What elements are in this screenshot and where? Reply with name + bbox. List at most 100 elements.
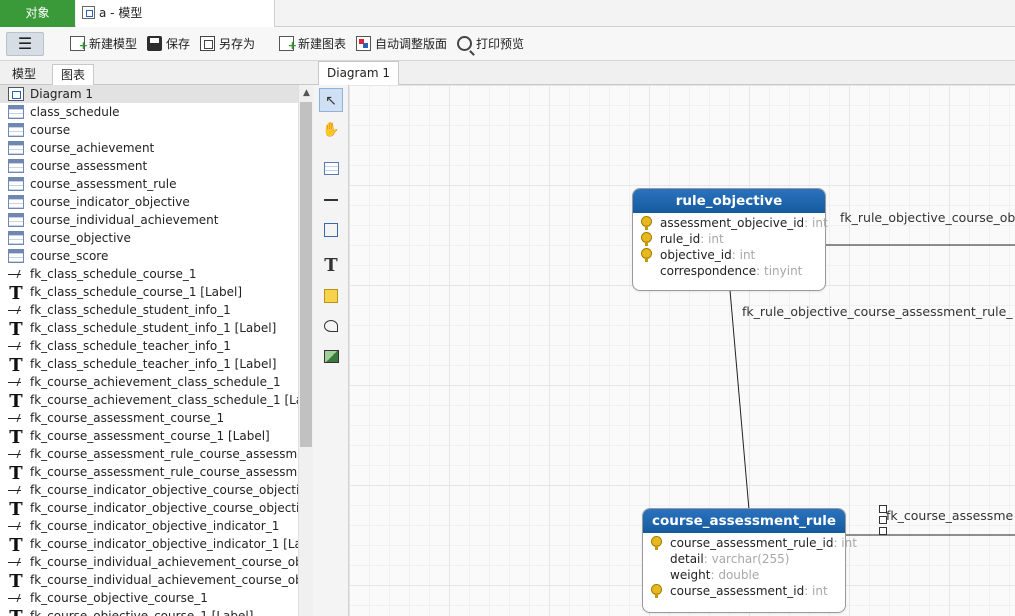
relation-tool[interactable] <box>319 188 343 212</box>
image-tool[interactable] <box>319 344 343 368</box>
print-preview-button[interactable]: 打印预览 <box>457 35 524 53</box>
tree-item[interactable]: fk_course_achievement_class_schedule_1 <box>0 373 298 391</box>
tab-objects[interactable]: 对象 <box>0 0 75 27</box>
tab-model[interactable]: a - 模型 <box>76 0 275 27</box>
note-tool[interactable] <box>319 284 343 308</box>
scroll-thumb[interactable] <box>300 102 312 447</box>
left-panel-tabs: 模型 图表 <box>0 61 313 85</box>
tree-item[interactable]: fk_course_indicator_objective_indicator_… <box>0 517 298 535</box>
tab-diagram-list[interactable]: 图表 <box>52 64 95 85</box>
table-icon <box>8 177 24 191</box>
text-tool[interactable]: T <box>319 254 343 278</box>
tree-item[interactable]: fk_class_schedule_student_info_1 <box>0 301 298 319</box>
field-name: rule_id <box>660 232 701 246</box>
entity-rule-objective[interactable]: rule_objective assessment_objecive_id: i… <box>632 188 828 291</box>
pointer-tool[interactable]: ↖ <box>319 88 343 112</box>
entity-field[interactable]: weight: double <box>643 567 845 583</box>
tree-item-label: fk_course_assessment_rule_course_assessm… <box>30 465 298 479</box>
selection-handle[interactable] <box>879 505 887 513</box>
relation-line[interactable] <box>729 289 750 511</box>
tree-item[interactable]: fk_course_individual_achievement_course_… <box>0 553 298 571</box>
entity-field[interactable]: course_assessment_id: int <box>643 583 845 599</box>
entity-field[interactable]: correspondence: tinyint <box>633 263 825 279</box>
tree-item[interactable]: fk_class_schedule_teacher_info_1 <box>0 337 298 355</box>
note-icon <box>324 289 338 303</box>
auto-layout-button[interactable]: 自动调整版面 <box>356 35 447 53</box>
tree-item-label: course <box>30 123 71 137</box>
new-model-button[interactable]: 新建模型 <box>70 35 137 55</box>
magnifier-icon <box>457 36 472 51</box>
tree-item[interactable]: course_assessment <box>0 157 298 175</box>
relation-label[interactable]: fk_rule_objective_course_ob <box>840 210 1015 225</box>
label-icon: T <box>9 391 23 412</box>
tree-item[interactable]: Tfk_course_objective_course_1 [Label] <box>0 607 298 616</box>
tree-item[interactable]: fk_course_assessment_course_1 <box>0 409 298 427</box>
primary-key-icon <box>641 248 652 262</box>
tree-item[interactable]: course <box>0 121 298 139</box>
tree-item[interactable]: fk_course_assessment_rule_course_assessm… <box>0 445 298 463</box>
tree-item-label: fk_course_individual_achievement_course_… <box>30 573 298 587</box>
diagram-canvas[interactable]: fk_rule_objective_course_ob fk_rule_obje… <box>349 85 1015 616</box>
tree-item[interactable]: Diagram 1 <box>0 85 298 103</box>
field-type: : double <box>710 568 760 582</box>
entity-field[interactable]: rule_id: int <box>633 231 825 247</box>
shape-tool[interactable] <box>319 314 343 338</box>
tree-item-label: fk_course_objective_course_1 [Label] <box>30 609 254 616</box>
entity-course-assessment-rule[interactable]: course_assessment_rule course_assessment… <box>642 508 857 613</box>
tree-item[interactable]: course_achievement <box>0 139 298 157</box>
relation-label[interactable]: fk_rule_objective_course_assessment_rule… <box>742 304 1013 319</box>
hand-tool[interactable]: ✋ <box>319 118 343 142</box>
new-diagram-button[interactable]: 新建图表 <box>279 35 346 55</box>
entity-field[interactable]: course_assessment_rule_id: int <box>643 535 857 551</box>
tree-item-label: course_assessment_rule <box>30 177 177 191</box>
tree-item[interactable]: course_individual_achievement <box>0 211 298 229</box>
model-icon <box>82 6 95 19</box>
fk-icon <box>8 375 24 389</box>
view-tool[interactable] <box>319 218 343 242</box>
table-tool[interactable] <box>319 156 343 180</box>
tree-item[interactable]: course_score <box>0 247 298 265</box>
tab-model-list[interactable]: 模型 <box>12 67 37 81</box>
entity-field[interactable]: assessment_objecive_id: int <box>633 215 828 231</box>
view-icon <box>324 223 338 237</box>
shape-icon <box>324 320 338 332</box>
save-as-label: 另存为 <box>219 37 256 51</box>
tree-item[interactable]: fk_course_indicator_objective_course_obj… <box>0 481 298 499</box>
selection-handle[interactable] <box>879 516 887 524</box>
tree-item[interactable]: course_objective <box>0 229 298 247</box>
tree-scrollbar[interactable]: ▲ <box>298 85 313 616</box>
print-preview-label: 打印预览 <box>476 37 525 51</box>
new-model-icon <box>70 36 88 55</box>
tree-item[interactable]: course_assessment_rule <box>0 175 298 193</box>
save-button[interactable]: 保存 <box>147 35 190 53</box>
entity-field[interactable]: detail: varchar(255) <box>643 551 845 567</box>
field-name: correspondence <box>660 264 757 278</box>
label-icon: T <box>9 499 23 520</box>
selection-handle[interactable] <box>879 527 887 535</box>
tab-diagram-1[interactable]: Diagram 1 <box>318 61 399 85</box>
menu-button[interactable]: ☰ <box>6 32 44 56</box>
tree-item[interactable]: course_indicator_objective <box>0 193 298 211</box>
tree-item[interactable]: class_schedule <box>0 103 298 121</box>
fk-icon <box>8 519 24 533</box>
table-icon <box>323 161 339 175</box>
tree-item[interactable]: fk_course_objective_course_1 <box>0 589 298 607</box>
cursor-arrow-icon: ↖ <box>325 93 337 109</box>
tree-item-label: Diagram 1 <box>30 87 93 101</box>
tab-model-label: a - 模型 <box>99 6 143 20</box>
field-type: : varchar(255) <box>703 552 790 566</box>
scroll-up-arrow-icon[interactable]: ▲ <box>303 88 310 98</box>
save-as-button[interactable]: 另存为 <box>200 35 255 53</box>
entity-field[interactable]: objective_id: int <box>633 247 825 263</box>
tree-item[interactable]: fk_class_schedule_course_1 <box>0 265 298 283</box>
relation-label-selected[interactable]: fk_course_assessme <box>886 508 1014 523</box>
